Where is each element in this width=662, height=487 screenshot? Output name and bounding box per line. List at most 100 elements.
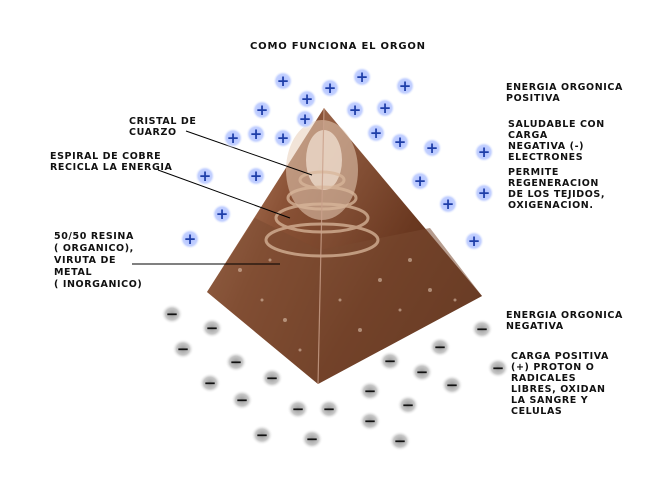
svg-text:+: + [184,230,197,248]
diagram-title: COMO FUNCIONA EL ORGON [250,41,426,52]
minus-charge-icon: − [201,318,223,338]
minus-charge-icon: − [287,399,309,419]
svg-text:+: + [379,99,392,117]
plus-charge-icon: + [273,128,293,148]
svg-text:+: + [256,101,269,119]
svg-text:+: + [356,68,369,86]
minus-charge-icon: − [487,358,509,378]
plus-charge-icon: + [422,138,442,158]
plus-charge-icon: + [474,183,494,203]
plus-charge-icon: + [410,171,430,191]
minus-charge-icon: − [429,337,451,357]
plus-charge-icon: + [345,100,365,120]
svg-text:+: + [227,129,240,147]
plus-charge-icon: + [375,98,395,118]
plus-charge-icon: + [438,194,458,214]
label-saludable: SALUDABLE CON CARGA NEGATIVA (-) ELECTRO… [508,119,605,163]
svg-text:−: − [364,412,377,430]
svg-text:−: − [204,374,217,392]
label-resina-metal: 50/50 RESINA ( ORGANICO), VIRUTA DE META… [54,231,143,290]
minus-charge-icon: − [318,399,340,419]
minus-charge-icon: − [471,319,493,339]
minus-charge-icon: − [389,431,411,451]
svg-text:−: − [206,319,219,337]
svg-text:+: + [349,101,362,119]
plus-charge-icon: + [223,128,243,148]
svg-text:+: + [478,143,491,161]
minus-charge-icon: − [231,390,253,410]
svg-text:−: − [236,391,249,409]
callout-lines [132,130,313,265]
minus-charge-icon: − [199,373,221,393]
minus-charge-icon: − [261,368,283,388]
svg-text:−: − [384,352,397,370]
svg-text:−: − [306,430,319,448]
svg-text:+: + [199,167,212,185]
plus-charge-icon: + [295,109,315,129]
svg-text:+: + [250,125,263,143]
svg-text:+: + [277,72,290,90]
minus-charge-icon: − [301,429,323,449]
svg-text:−: − [177,340,190,358]
pyramid-edge [317,107,325,385]
svg-text:+: + [324,79,337,97]
svg-text:−: − [292,400,305,418]
minus-charge-icon: − [397,395,419,415]
svg-text:+: + [468,232,481,250]
svg-text:+: + [301,90,314,108]
svg-text:+: + [426,139,439,157]
plus-charge-icon: + [474,142,494,162]
label-carga-positiva: CARGA POSITIVA (+) PROTON O RADICALES LI… [511,351,609,417]
svg-text:−: − [416,363,429,381]
svg-text:−: − [364,382,377,400]
plus-charge-icon: + [246,166,266,186]
plus-charge-icon: + [195,166,215,186]
minus-charge-icon: − [441,375,463,395]
minus-charge-icon: − [359,411,381,431]
pyramid-speckles [238,258,457,352]
svg-text:−: − [394,432,407,450]
svg-text:−: − [256,426,269,444]
svg-text:+: + [216,205,229,223]
plus-charge-icon: + [464,231,484,251]
svg-text:+: + [442,195,455,213]
negative-charges: −−−−−−−−−−−−−−−−−−−−− [161,304,509,451]
plus-charge-icon: + [366,123,386,143]
svg-text:+: + [478,184,491,202]
minus-charge-icon: − [251,425,273,445]
svg-text:+: + [250,167,263,185]
svg-text:+: + [370,124,383,142]
svg-text:−: − [476,320,489,338]
plus-charge-icon: + [297,89,317,109]
minus-charge-icon: − [172,339,194,359]
svg-text:+: + [399,77,412,95]
svg-text:−: − [492,359,505,377]
label-regeneracion: PERMITE REGENERACION DE LOS TEJIDOS, OXI… [508,167,606,211]
plus-charge-icon: + [390,132,410,152]
plus-charge-icon: + [273,71,293,91]
plus-charge-icon: + [246,124,266,144]
callout-cuarzo [185,130,313,176]
svg-text:+: + [394,133,407,151]
minus-charge-icon: − [411,362,433,382]
minus-charge-icon: − [161,304,183,324]
pyramid-metal-shavings [207,218,482,384]
svg-text:−: − [230,353,243,371]
plus-charge-icon: + [352,67,372,87]
label-energia-positiva: ENERGIA ORGONICA POSITIVA [506,82,623,104]
svg-text:+: + [277,129,290,147]
plus-charge-icon: + [252,100,272,120]
plus-charge-icon: + [212,204,232,224]
label-cristal-cuarzo: CRISTAL DE CUARZO [129,116,197,138]
minus-charge-icon: − [225,352,247,372]
plus-charge-icon: + [395,76,415,96]
quartz-crystal-core [306,130,342,190]
svg-text:−: − [266,369,279,387]
plus-charge-icon: + [320,78,340,98]
positive-charges: ++++++++++++++++++++++++ [180,67,494,251]
svg-text:−: − [323,400,336,418]
svg-text:+: + [414,172,427,190]
svg-text:−: − [446,376,459,394]
svg-text:−: − [166,305,179,323]
